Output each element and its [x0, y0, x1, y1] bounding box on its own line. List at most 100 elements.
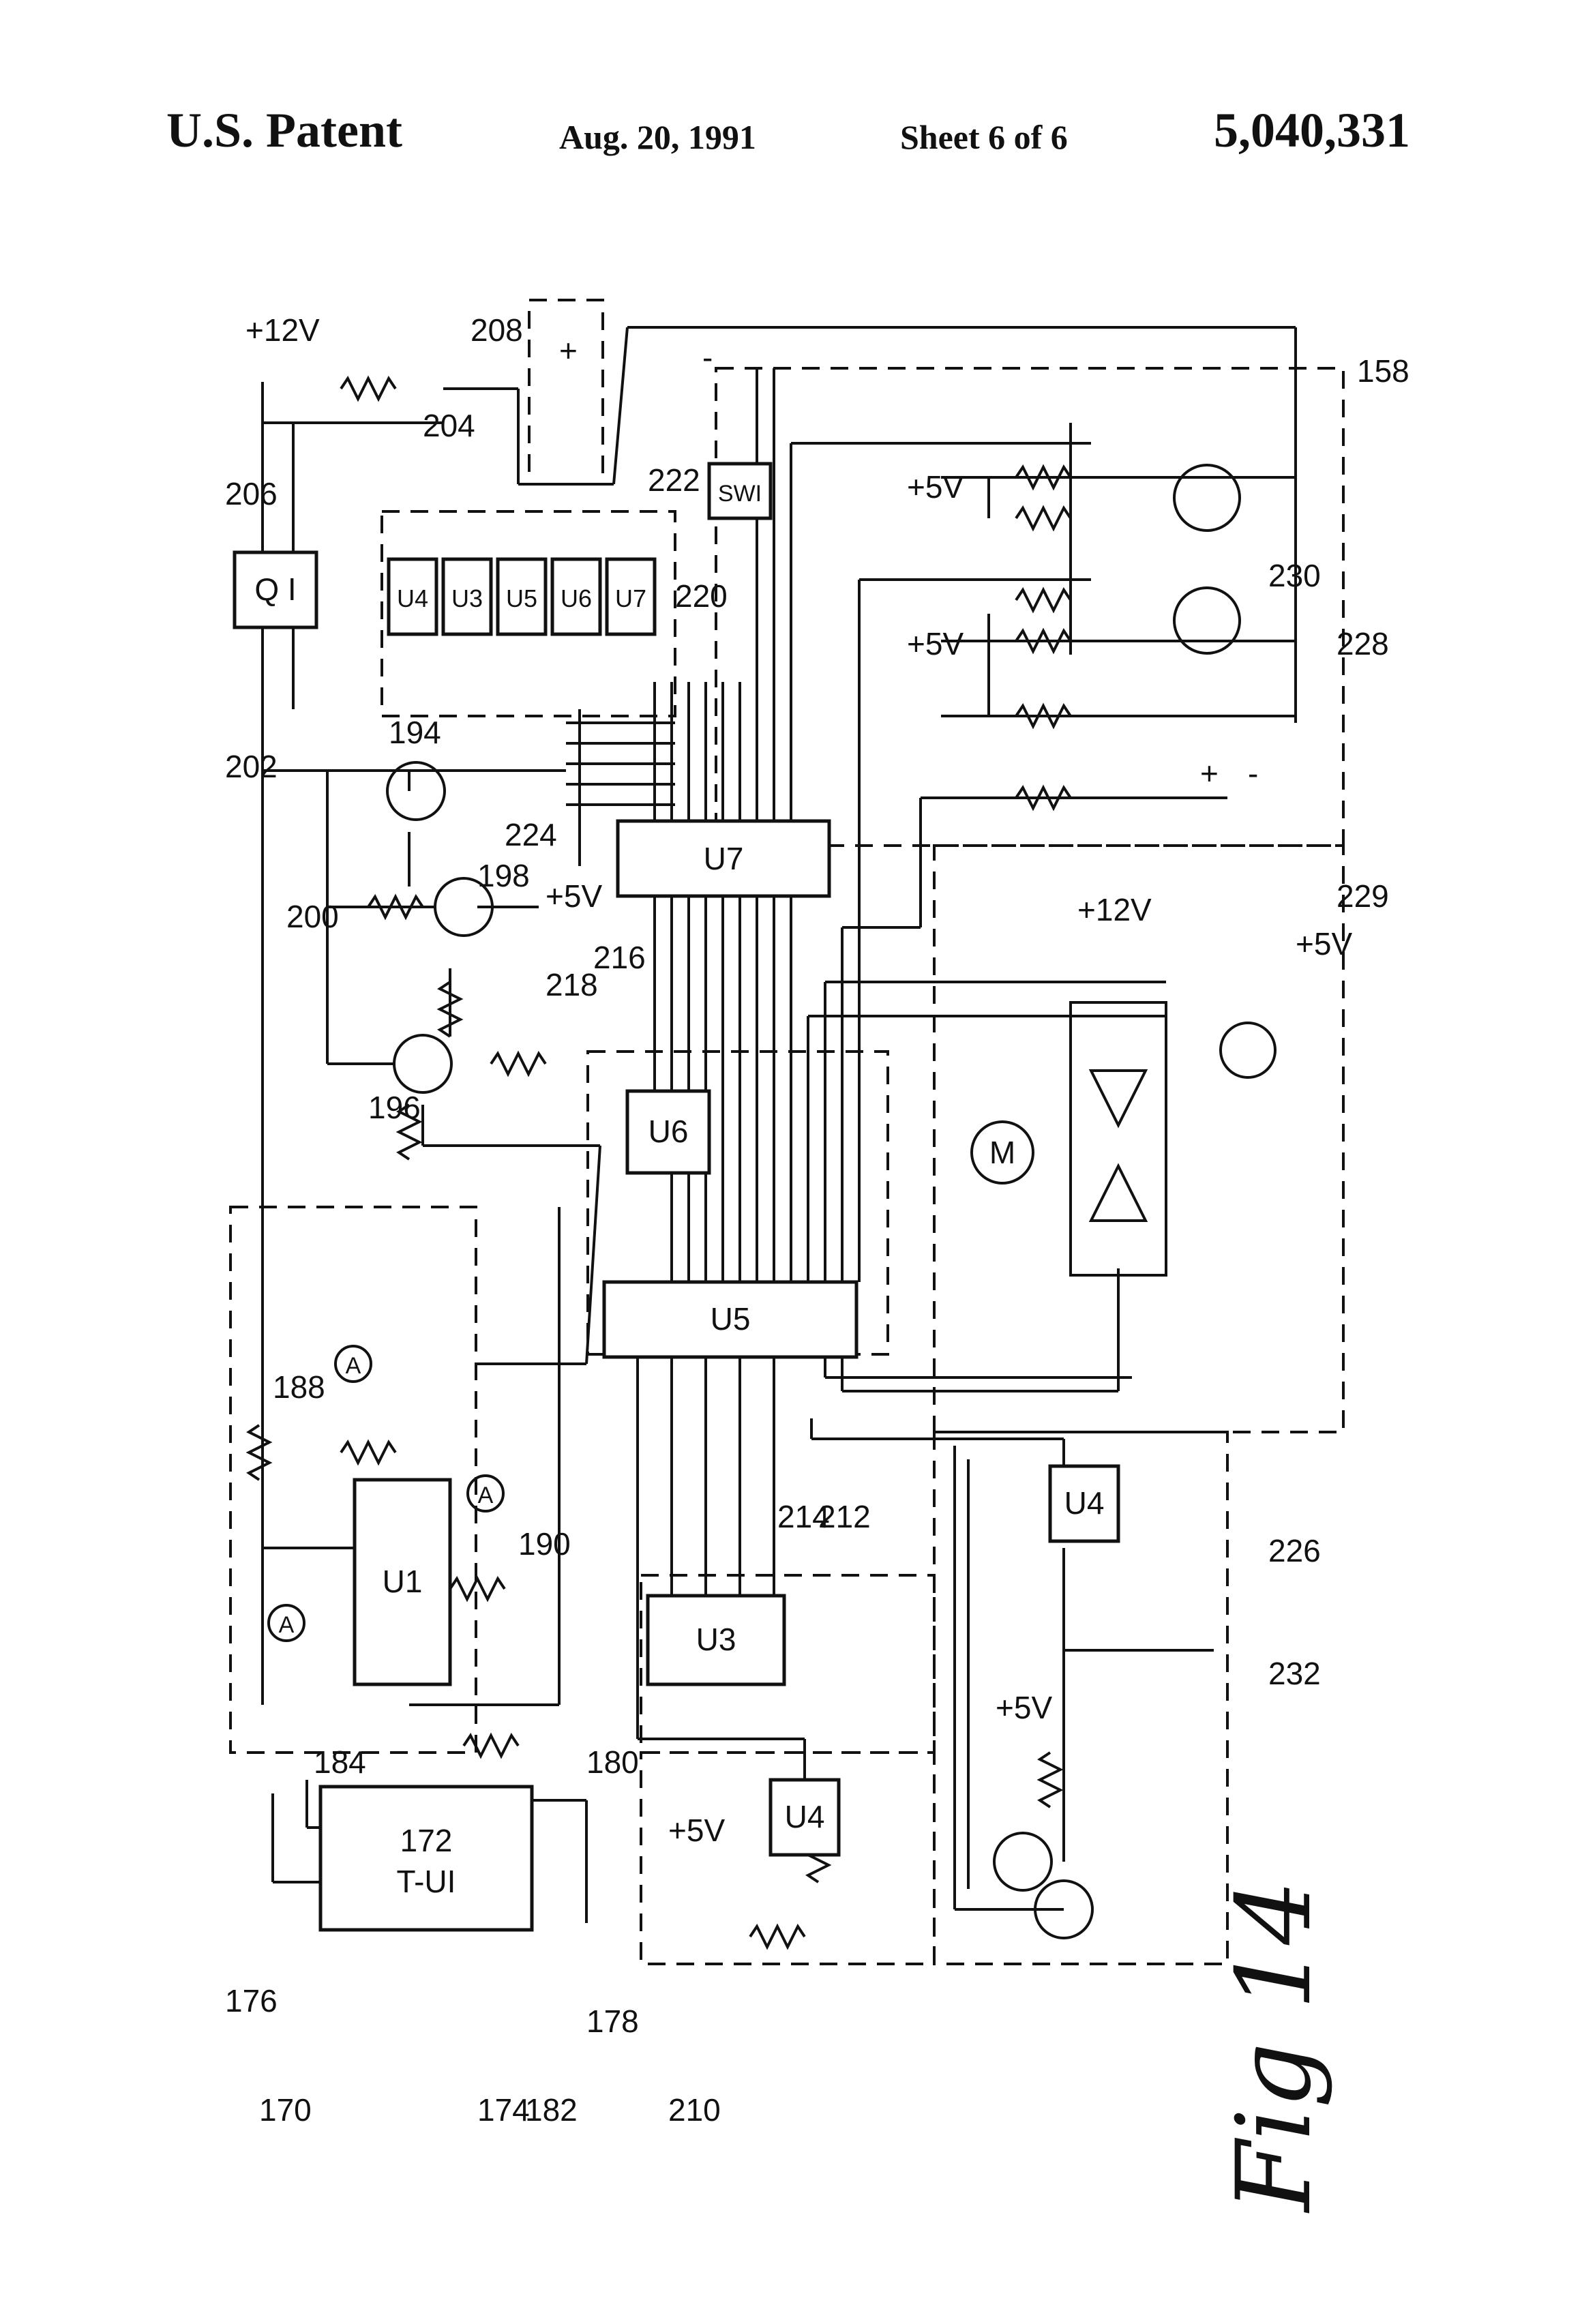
ref-158: 158 [1357, 353, 1409, 389]
voltage-5v-a: +5V [907, 469, 964, 505]
u1-label: U1 [383, 1564, 423, 1599]
u4-chip-upper [1048, 1464, 1120, 1543]
amplifier-triangle-lower [1088, 1163, 1148, 1222]
u4-chip-lower [768, 1778, 841, 1857]
socket-u3 [441, 557, 493, 636]
amplifier-triangle-upper [1088, 1069, 1148, 1129]
ref-188: 188 [273, 1369, 325, 1405]
ref-176: 176 [225, 1983, 278, 2018]
probe-minus: - [702, 340, 713, 375]
ammeter-a-1-label: A [346, 1353, 361, 1379]
ref-190: 190 [518, 1526, 571, 1562]
u7-label: U7 [704, 841, 744, 876]
module-outline-210 [640, 1751, 936, 1965]
ref-178: 178 [586, 2003, 639, 2039]
ref-218: 218 [546, 967, 598, 1002]
socket-u4 [387, 557, 438, 636]
u3-label: U3 [696, 1622, 736, 1657]
switch-plus: + [1200, 756, 1219, 791]
socket-u7 [605, 557, 657, 636]
switch-minus: - [1248, 756, 1258, 791]
sw1-label: SWI [718, 481, 762, 507]
ref-208: 208 [471, 312, 523, 348]
u5-label: U5 [711, 1301, 751, 1337]
socket-u7-label: U7 [615, 584, 646, 612]
ammeter-a-3-label: A [279, 1612, 295, 1638]
u1-chip [353, 1478, 452, 1686]
patent-number: 5,040,331 [1214, 103, 1410, 158]
u5-chip [602, 1280, 859, 1359]
u7-chip [616, 819, 831, 898]
ref-194: 194 [389, 715, 441, 750]
voltage-12v-motor: +12V [1077, 892, 1152, 927]
motor-driver-frame [1069, 1001, 1167, 1277]
ref-204: 204 [423, 408, 475, 443]
figure-label: Fig 14 [1215, 1880, 1334, 2214]
ref-212: 212 [818, 1499, 871, 1534]
t-ui-number: 172 [400, 1823, 453, 1858]
ammeter-a-1 [334, 1345, 372, 1383]
ref-170: 170 [259, 2092, 312, 2128]
ref-214: 214 [777, 1499, 830, 1534]
ref-180: 180 [586, 1744, 639, 1780]
u4-lower-label: U4 [785, 1799, 825, 1834]
patent-date: Aug. 20, 1991 [559, 118, 756, 156]
transistors [386, 464, 1277, 1939]
sw1-switch [707, 462, 773, 520]
ref-202: 202 [225, 749, 278, 784]
reference-numerals: 158 170 174 176 178 180 182 184 188 190 … [225, 312, 1409, 2128]
ref-222: 222 [648, 462, 700, 498]
motor-label: M [989, 1135, 1015, 1170]
socket-u5 [496, 557, 548, 636]
probe-plus: + [559, 333, 578, 368]
q1-regulator [233, 550, 318, 629]
module-outline-232 [933, 1431, 1229, 1965]
ref-206: 206 [225, 476, 278, 511]
u4-upper-label: U4 [1064, 1485, 1105, 1521]
module-outline-158 [715, 367, 1345, 847]
ref-184: 184 [314, 1744, 366, 1780]
ref-174: 174 [477, 2092, 530, 2128]
ref-229: 229 [1337, 878, 1389, 914]
socket-u6-label: U6 [561, 584, 592, 612]
socket-u4-label: U4 [397, 584, 428, 612]
ref-230: 230 [1268, 558, 1321, 593]
ref-200: 200 [286, 899, 339, 934]
ref-216: 216 [593, 940, 646, 975]
voltage-5v-motor: +5V [1296, 926, 1352, 962]
ref-198: 198 [477, 858, 530, 893]
ref-220: 220 [675, 578, 728, 614]
module-outline-226 [933, 844, 1345, 1433]
probe-outline-208 [528, 299, 604, 486]
ref-210: 210 [668, 2092, 721, 2128]
u3-chip [646, 1594, 786, 1686]
voltage-5v-b: +5V [907, 626, 964, 661]
voltage-5v-u4: +5V [996, 1690, 1052, 1725]
socket-u6 [550, 557, 602, 636]
socket-u5-label: U5 [506, 584, 537, 612]
ref-224: 224 [505, 817, 557, 852]
ref-196: 196 [368, 1090, 421, 1125]
ref-228: 228 [1337, 626, 1389, 661]
voltage-12v-top: +12V [245, 312, 320, 348]
socket-u3-label: U3 [451, 584, 483, 612]
ammeter-a-2-label: A [478, 1483, 494, 1508]
ref-232: 232 [1268, 1656, 1321, 1691]
t-ui-chip [318, 1785, 534, 1932]
t-ui-label: T-UI [397, 1864, 456, 1899]
motor [970, 1120, 1034, 1185]
patent-header-label: U.S. Patent [166, 103, 402, 158]
voltage-5v-bottom: +5V [668, 1813, 725, 1848]
socket-outline-222 [380, 510, 676, 717]
ref-226: 226 [1268, 1533, 1321, 1568]
ref-182: 182 [525, 2092, 578, 2128]
resistors [245, 375, 1072, 1950]
ammeter-a-3 [267, 1604, 305, 1642]
sheet-number: Sheet 6 of 6 [900, 118, 1068, 156]
u6-chip [625, 1089, 711, 1175]
u6-label: U6 [648, 1114, 689, 1149]
q1-label: Q I [254, 571, 296, 607]
ammeter-a-2 [466, 1474, 505, 1513]
wiring [261, 326, 1297, 1923]
